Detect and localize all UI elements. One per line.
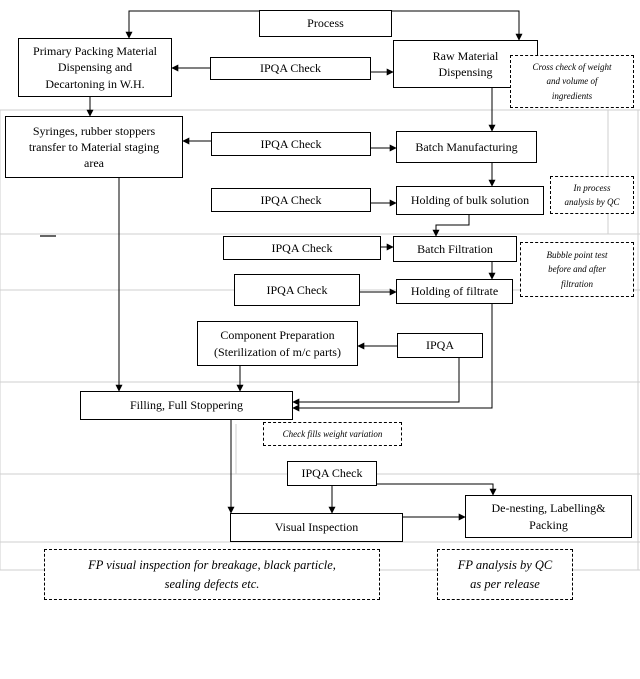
component-prep-node: Component Preparation (Sterilization of … (197, 321, 358, 366)
batch-filtration-label: Batch Filtration (417, 241, 493, 256)
arrow-holding-bulk-to-batch-filtration (432, 215, 470, 237)
ipqa-check-6-label: IPQA Check (301, 466, 363, 481)
ipqa-check-5-node: IPQA Check (234, 274, 360, 306)
ipqa-node: IPQA (397, 333, 483, 358)
check-fills-note: Check fills weight variation (263, 422, 402, 446)
arrow-holding-filtrate-to-filling (292, 304, 493, 412)
filling-label: Filling, Full Stoppering (129, 398, 243, 413)
syringes-transfer-node: Syringes, rubber stoppers transfer to Ma… (5, 116, 183, 178)
visual-inspection-label: Visual Inspection (274, 520, 359, 535)
ipqa-check-2-label: IPQA Check (260, 136, 322, 151)
ipqa-check-3-label: IPQA Check (260, 192, 322, 207)
ipqa-check-1-node: IPQA Check (210, 57, 371, 80)
ipqa-check-1-label: IPQA Check (260, 61, 321, 76)
denesting-label: De-nesting, Labelling& Packing (491, 501, 606, 532)
ipqa-check-4-node: IPQA Check (223, 236, 381, 260)
raw-material-label: Raw Material Dispensing (432, 48, 499, 79)
in-process-qc-note: In process analysis by QC (550, 176, 634, 214)
ipqa-check-5-label: IPQA Check (266, 282, 328, 297)
holding-bulk-label: Holding of bulk solution (410, 193, 530, 208)
process-label: Process (307, 16, 344, 31)
process-node: Process (259, 10, 392, 37)
in-process-qc-note-text: In process analysis by QC (564, 182, 620, 207)
ipqa-check-3-node: IPQA Check (211, 188, 371, 212)
component-prep-label: Component Preparation (Sterilization of … (214, 328, 341, 359)
primary-packing-label: Primary Packing Material Dispensing and … (33, 44, 157, 91)
ipqa-check-4-label: IPQA Check (271, 240, 333, 255)
arrow-process-to-raw-material (392, 10, 523, 41)
cross-check-note: Cross check of weight and volume of ingr… (510, 55, 634, 108)
visual-inspection-node: Visual Inspection (230, 513, 403, 542)
filling-node: Filling, Full Stoppering (80, 391, 293, 420)
batch-manufacturing-label: Batch Manufacturing (415, 139, 518, 154)
denesting-node: De-nesting, Labelling& Packing (465, 495, 632, 538)
holding-bulk-node: Holding of bulk solution (396, 186, 544, 215)
ipqa-check-2-node: IPQA Check (211, 132, 371, 156)
check-fills-note-text: Check fills weight variation (282, 428, 383, 439)
cross-check-note-text: Cross check of weight and volume of ingr… (532, 61, 612, 101)
fp-visual-note: FP visual inspection for breakage, black… (44, 549, 380, 600)
batch-manufacturing-node: Batch Manufacturing (396, 131, 537, 163)
arrow-ipqa-to-filling (292, 358, 460, 406)
primary-packing-node: Primary Packing Material Dispensing and … (18, 38, 172, 97)
fp-analysis-note: FP analysis by QC as per release (437, 549, 573, 600)
ipqa-check-6-node: IPQA Check (287, 461, 377, 486)
fp-analysis-note-text: FP analysis by QC as per release (457, 558, 553, 591)
holding-filtrate-label: Holding of filtrate (410, 284, 499, 299)
ipqa-label: IPQA (425, 338, 454, 353)
fp-visual-note-text: FP visual inspection for breakage, black… (88, 558, 336, 591)
arrow-ipqa6-to-denesting (377, 483, 497, 496)
syringes-transfer-label: Syringes, rubber stoppers transfer to Ma… (28, 123, 160, 171)
arrow-process-to-primary-packing (125, 10, 259, 39)
holding-filtrate-node: Holding of filtrate (396, 279, 513, 304)
bubble-point-note: Bubble point test before and after filtr… (520, 242, 634, 297)
bubble-point-note-text: Bubble point test before and after filtr… (546, 249, 608, 289)
batch-filtration-node: Batch Filtration (393, 236, 517, 262)
